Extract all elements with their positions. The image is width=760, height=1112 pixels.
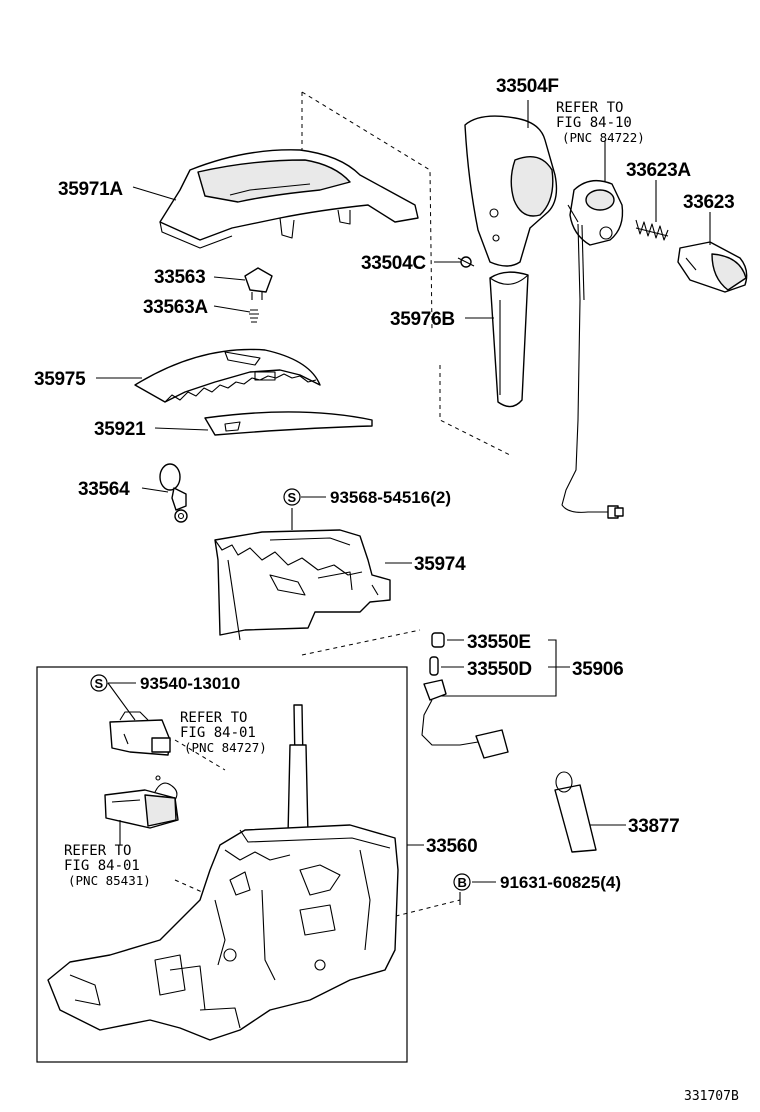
s-symbol: S — [288, 490, 297, 505]
label-33564: 33564 — [78, 479, 130, 500]
label-93568-54516: 93568-54516(2) — [330, 488, 451, 507]
label-33877: 33877 — [628, 816, 679, 837]
clip-part — [244, 267, 273, 323]
position-switch-parts — [421, 632, 509, 759]
s-symbol: S — [95, 676, 104, 691]
label-33563A: 33563A — [143, 297, 208, 318]
shift-lever-housing-part — [47, 704, 399, 1041]
fastener-s-93568: S 93568-54516(2) — [283, 488, 451, 507]
reference-fig-84-01-a: REFER TO FIG 84-01 (PNC 84727) — [180, 710, 267, 755]
ref-line-3: (PNC 84727) — [184, 740, 267, 755]
indicator-housing-part — [159, 149, 419, 249]
label-35976B: 35976B — [390, 309, 455, 330]
label-35906: 35906 — [572, 659, 623, 680]
label-33550D: 33550D — [467, 659, 532, 680]
label-33550E: 33550E — [467, 632, 531, 653]
ref-line-1: REFER TO — [556, 100, 623, 116]
lever-trim-part — [134, 348, 321, 403]
leader-lines — [96, 100, 711, 905]
bulb-part — [159, 463, 188, 523]
label-33504C: 33504C — [361, 253, 426, 274]
label-91631-60825: 91631-60825(4) — [500, 873, 621, 892]
label-35921: 35921 — [94, 419, 146, 440]
solenoid-part — [109, 711, 171, 756]
label-33563: 33563 — [154, 267, 205, 288]
knob-cover-part — [489, 271, 529, 408]
diagram-code: 331707B — [684, 1089, 739, 1104]
ref-line-1: REFER TO — [180, 710, 247, 726]
label-33560: 33560 — [426, 836, 477, 857]
reference-fig-84-01-b: REFER TO FIG 84-01 (PNC 85431) — [64, 843, 151, 888]
ref-line-3: (PNC 84722) — [562, 130, 645, 145]
fastener-s-93540: S 93540-13010 — [90, 674, 240, 693]
indicator-part — [214, 529, 391, 641]
label-35971A: 35971A — [58, 179, 123, 200]
label-33504F: 33504F — [496, 76, 559, 97]
push-button-part — [677, 241, 748, 293]
wire-harness — [561, 223, 624, 519]
label-part — [554, 771, 597, 853]
ref-line-2: FIG 84-10 — [556, 115, 632, 131]
ref-line-2: FIG 84-01 — [180, 725, 256, 741]
spring-part — [635, 219, 669, 241]
reference-fig-84-10: REFER TO FIG 84-10 (PNC 84722) — [556, 100, 645, 145]
shift-lock-ecu-part — [104, 775, 179, 829]
ref-line-1: REFER TO — [64, 843, 131, 859]
plate-part — [204, 411, 373, 436]
label-33623A: 33623A — [626, 160, 691, 181]
b-symbol: B — [458, 875, 467, 890]
label-35975: 35975 — [34, 369, 86, 390]
knob-button-part — [567, 179, 624, 246]
label-35974: 35974 — [414, 554, 466, 575]
shift-knob-part — [464, 115, 558, 267]
label-33623: 33623 — [683, 192, 734, 213]
ref-line-3: (PNC 85431) — [68, 873, 151, 888]
screw-part — [457, 256, 475, 268]
fastener-b-91631: B 91631-60825(4) — [453, 873, 621, 892]
assembly-outline — [36, 666, 408, 1063]
label-93540-13010: 93540-13010 — [140, 674, 240, 693]
ref-line-2: FIG 84-01 — [64, 858, 140, 874]
